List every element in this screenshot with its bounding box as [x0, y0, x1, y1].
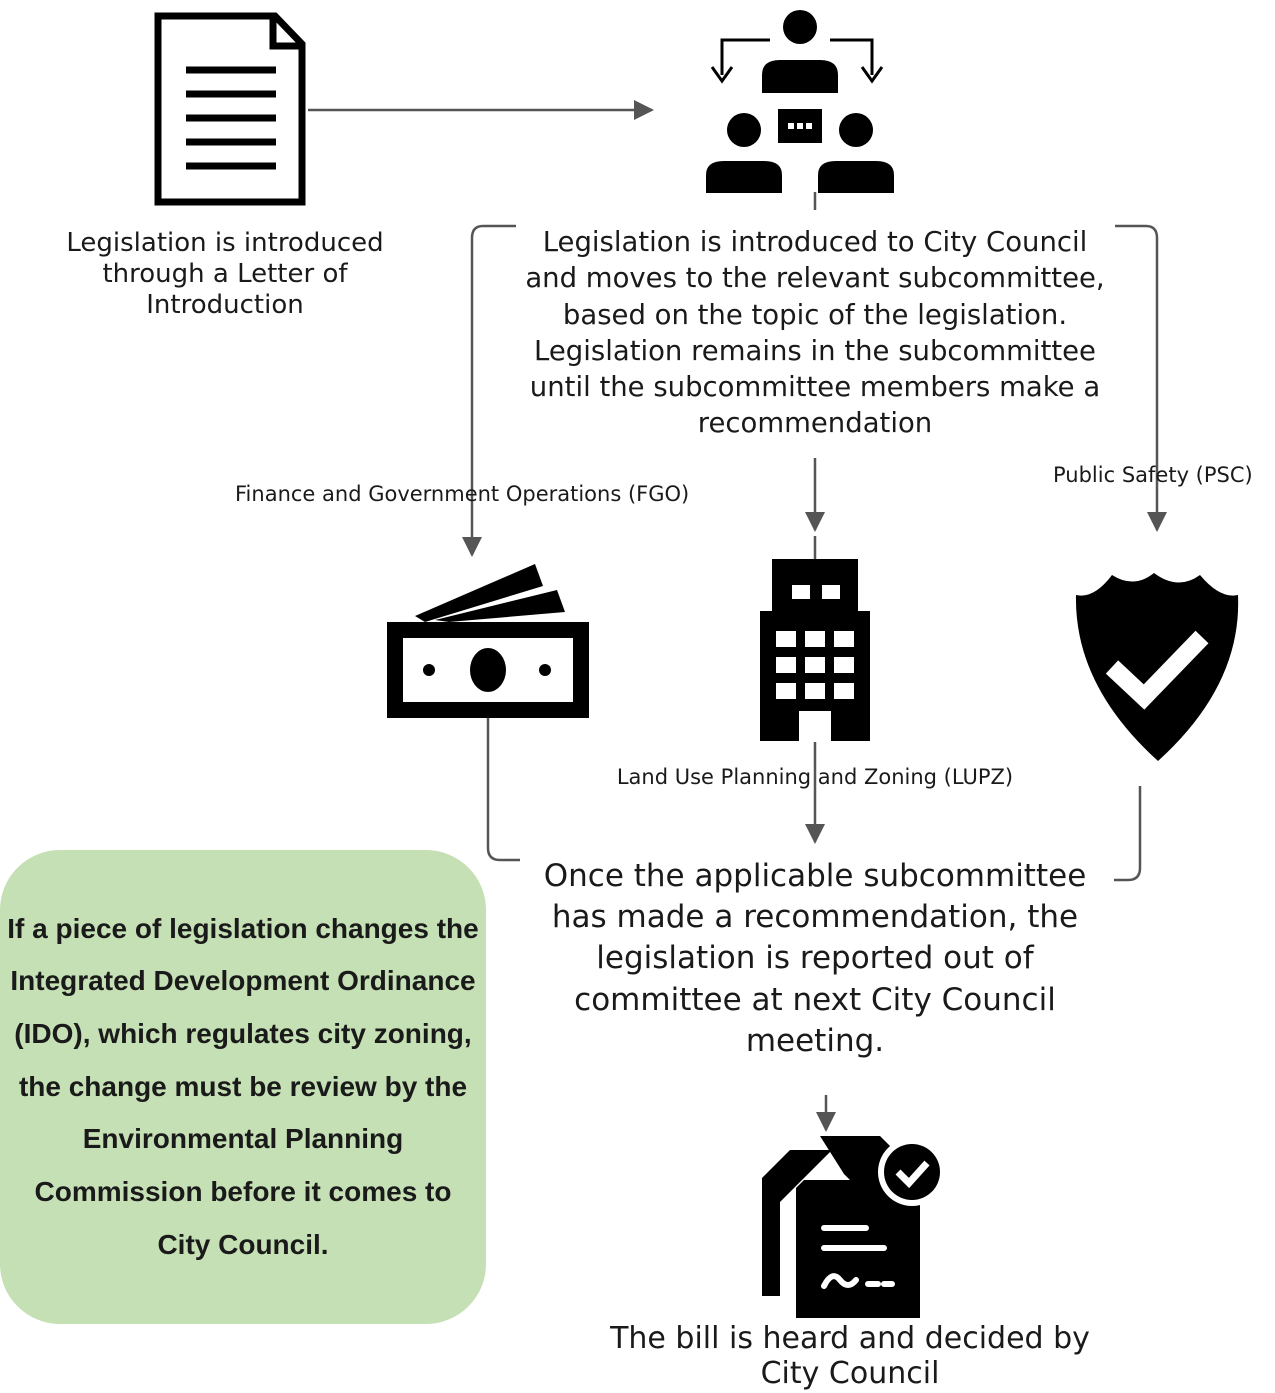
fgo-label: Finance and Government Operations (FGO)	[235, 482, 690, 506]
subcommittee-step-text: Legislation is introduced to City Counci…	[525, 226, 1105, 440]
signed-document-icon	[762, 1136, 946, 1318]
arrow-to-fgo	[462, 224, 516, 557]
arrow-to-psc	[1115, 224, 1167, 532]
decision-step-text: The bill is heard and decided by City Co…	[610, 1321, 1090, 1391]
fgo-to-report	[486, 718, 520, 862]
lupz-label: Land Use Planning and Zoning (LUPZ)	[616, 765, 1014, 789]
ido-note-text: If a piece of legislation changes the In…	[7, 912, 479, 1260]
reported-out-step-text: Once the applicable subcommittee has mad…	[543, 858, 1087, 1059]
introduction-step-text: Legislation is introduced through a Lett…	[66, 228, 384, 321]
shield-check-icon	[1075, 573, 1239, 761]
document-icon	[154, 12, 306, 206]
ido-note-box: If a piece of legislation changes the In…	[0, 850, 486, 1324]
committee-icon	[706, 10, 894, 193]
psc-to-report	[1114, 786, 1142, 882]
money-icon	[387, 564, 589, 718]
psc-label: Public Safety (PSC)	[1053, 463, 1253, 487]
building-icon	[760, 559, 870, 741]
